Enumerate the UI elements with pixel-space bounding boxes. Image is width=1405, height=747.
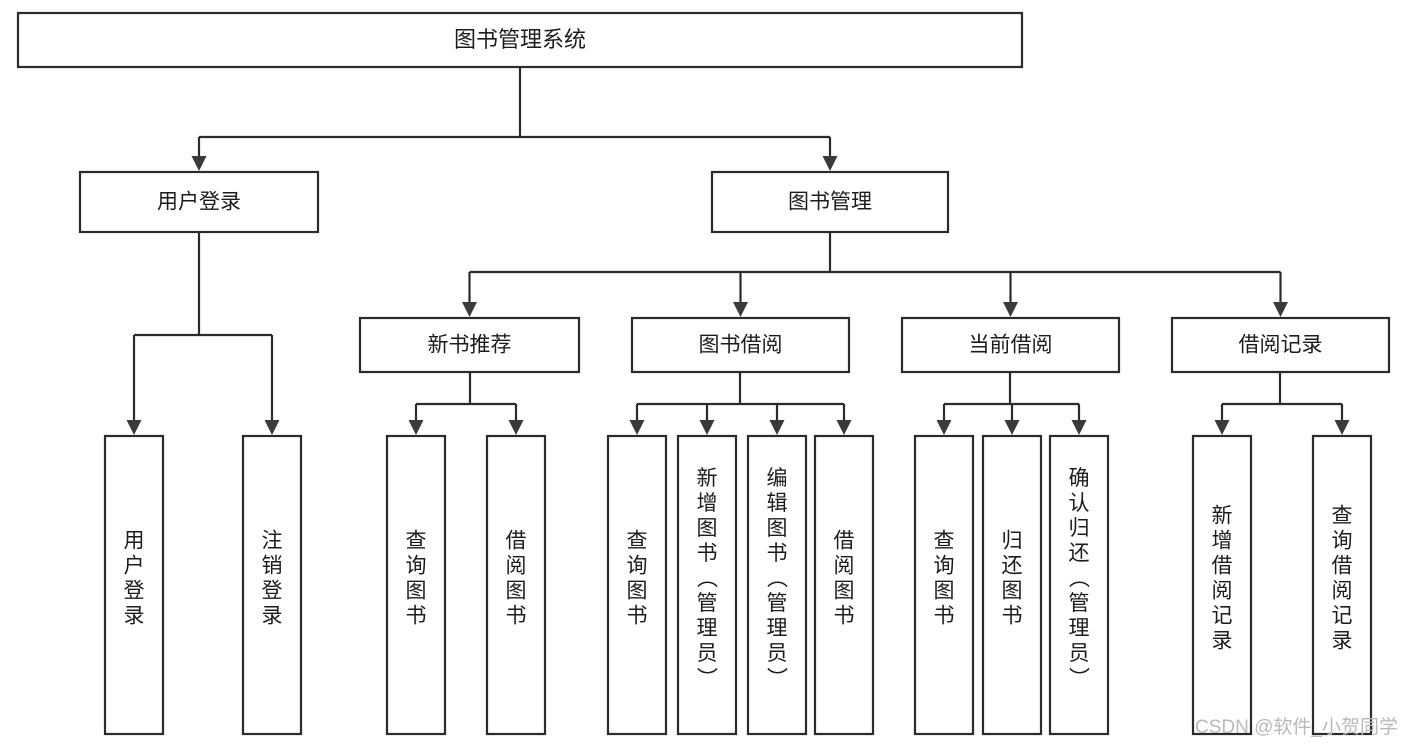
connector-root-to-level1 [191,67,838,171]
arrow-head-icon [699,420,715,435]
node-box[interactable] [1048,434,1110,736]
node-leaf-logout-login[interactable]: 注销登录 [241,434,303,736]
arrow-head-icon [1003,302,1018,317]
arrow-head-icon [836,420,852,435]
node-leaf-add-book-admin[interactable]: 新增图书（管理员） [676,434,738,736]
node-leaf-return-book[interactable]: 归还图书 [981,434,1043,736]
connector-borrow-to-leaves [629,372,852,435]
node-label: 图书管理 [788,191,872,214]
node-leaf-query-book-current[interactable]: 查询图书 [913,434,975,736]
node-box[interactable] [900,316,1121,374]
arrow-head-icon [936,420,952,435]
node-label: 查询图书 [406,530,427,628]
node-label: 新增图书（管理员） [697,467,719,690]
node-box[interactable] [241,434,303,736]
node-label: 确认归还（管理员） [1069,467,1091,690]
node-box[interactable] [78,170,320,234]
node-box[interactable] [1191,434,1253,736]
nodes-layer: 图书管理系统用户登录图书管理新书推荐图书借阅当前借阅借阅记录用户登录注销登录查询… [16,11,1391,736]
node-label: 借阅图书 [506,530,527,628]
node-current-borrow[interactable]: 当前借阅 [900,316,1121,374]
node-book-borrow[interactable]: 图书借阅 [630,316,851,374]
node-box[interactable] [606,434,668,736]
node-book-management[interactable]: 图书管理 [710,170,950,234]
node-new-book-recommend[interactable]: 新书推荐 [358,316,581,374]
node-leaf-query-borrow-record[interactable]: 查询借阅记录 [1311,434,1373,736]
node-box[interactable] [16,11,1024,69]
node-label: 编辑图书（管理员） [767,467,789,690]
node-box[interactable] [103,434,165,736]
node-label: 借阅图书 [834,530,855,628]
arrow-head-icon [1004,420,1020,435]
node-user-login[interactable]: 用户登录 [78,170,320,234]
node-label: 新书推荐 [428,334,512,357]
connector-userlogin-to-leaves [126,232,280,435]
node-box[interactable] [913,434,975,736]
arrow-head-icon [191,156,207,171]
arrow-head-icon [408,420,424,435]
arrow-head-icon [733,302,748,317]
node-box[interactable] [981,434,1043,736]
arrow-head-icon [1214,420,1230,435]
node-box[interactable] [385,434,447,736]
node-leaf-query-book-recommend[interactable]: 查询图书 [385,434,447,736]
node-label: 用户登录 [124,530,145,628]
node-leaf-borrow-book[interactable]: 借阅图书 [813,434,875,736]
node-box[interactable] [813,434,875,736]
node-label: 新增借阅记录 [1212,505,1233,653]
node-label: 图书借阅 [699,334,783,357]
node-label: 当前借阅 [969,334,1053,357]
connector-record-to-leaves [1214,372,1350,435]
node-leaf-user-login[interactable]: 用户登录 [103,434,165,736]
node-label: 查询图书 [934,530,955,628]
node-leaf-confirm-return-admin[interactable]: 确认归还（管理员） [1048,434,1110,736]
watermark-layer: CSDN @软件_小贺同学 [1195,716,1398,738]
node-label: 用户登录 [157,191,241,214]
node-leaf-add-borrow-record[interactable]: 新增借阅记录 [1191,434,1253,736]
connector-recommend-to-leaves [408,372,524,435]
arrow-head-icon [462,302,477,317]
node-label: 借阅记录 [1239,334,1323,357]
node-box[interactable] [630,316,851,374]
node-box[interactable] [485,434,547,736]
arrow-head-icon [769,420,785,435]
connectors-layer [126,67,1350,435]
arrow-head-icon [1273,302,1288,317]
node-box[interactable] [746,434,808,736]
connector-bookmgmt-to-level2 [462,232,1288,317]
arrow-head-icon [126,420,142,435]
watermark-label: CSDN @软件_小贺同学 [1195,716,1398,738]
arrow-head-icon [1334,420,1350,435]
node-borrow-record[interactable]: 借阅记录 [1170,316,1391,374]
arrow-head-icon [822,156,838,171]
arrow-head-icon [264,420,280,435]
node-root[interactable]: 图书管理系统 [16,11,1024,69]
arrow-head-icon [1071,420,1087,435]
node-box[interactable] [676,434,738,736]
arrow-head-icon [508,420,524,435]
node-label: 归还图书 [1002,530,1023,628]
node-box[interactable] [710,170,950,234]
node-leaf-query-book-borrow[interactable]: 查询图书 [606,434,668,736]
node-leaf-borrow-book-recommend[interactable]: 借阅图书 [485,434,547,736]
node-leaf-edit-book-admin[interactable]: 编辑图书（管理员） [746,434,808,736]
node-box[interactable] [1311,434,1373,736]
connector-current-to-leaves [936,372,1087,435]
node-label: 注销登录 [262,530,283,628]
node-box[interactable] [1170,316,1391,374]
arrow-head-icon [629,420,645,435]
node-label: 查询借阅记录 [1332,505,1353,653]
node-box[interactable] [358,316,581,374]
node-label: 查询图书 [627,530,648,628]
node-label: 图书管理系统 [454,27,586,52]
